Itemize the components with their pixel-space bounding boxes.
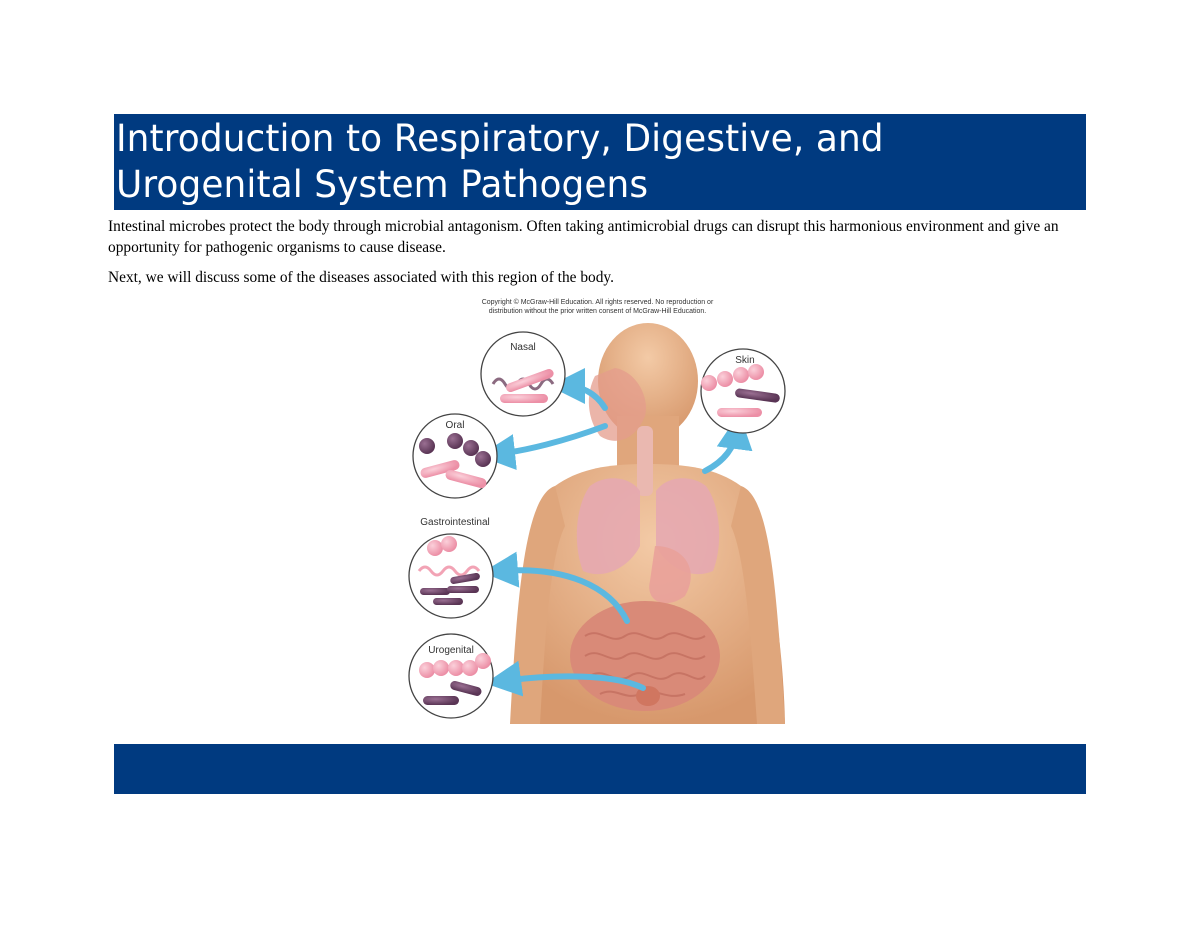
body-paragraph-1: Intestinal microbes protect the body thr…: [108, 218, 1059, 256]
slide-title-line-1: Introduction to Respiratory, Digestive, …: [116, 117, 884, 160]
anatomy-illustration: Nasal Oral Skin: [408, 323, 786, 724]
skin-arrow: [702, 413, 753, 474]
gastrointestinal-arrow: [482, 551, 630, 624]
gastrointestinal-label: Gastrointestinal: [420, 517, 489, 528]
gastrointestinal-microbe-circle: Gastrointestinal: [408, 517, 494, 619]
skin-label: Skin: [735, 355, 754, 366]
human-torso: [510, 323, 785, 724]
oral-label: Oral: [446, 420, 465, 431]
normal-microbiota-figure: Copyright © McGraw-Hill Education. All r…: [405, 296, 790, 724]
urogenital-arrow: [485, 660, 646, 697]
slide-title-line-2: Urogenital System Pathogens: [116, 163, 649, 206]
nasal-label: Nasal: [510, 342, 536, 353]
slide-title-bar: Introduction to Respiratory, Digestive, …: [114, 114, 1086, 210]
oral-microbe-circle: Oral: [412, 413, 498, 499]
copyright-notice: Copyright © McGraw-Hill Education. All r…: [481, 299, 714, 315]
nasal-arrow: [549, 368, 608, 411]
slide-footer-bar: [114, 744, 1086, 794]
oral-arrow: [479, 423, 608, 470]
skin-microbe-circle: Skin: [700, 348, 786, 434]
urogenital-microbe-circle: Urogenital: [408, 633, 494, 719]
slide-body: Intestinal microbes protect the body thr…: [108, 216, 1098, 297]
urogenital-label: Urogenital: [428, 645, 474, 656]
nasal-microbe-circle: Nasal: [480, 331, 566, 417]
location-arrows: [479, 368, 753, 697]
body-paragraph-2: Next, we will discuss some of the diseas…: [108, 269, 614, 286]
